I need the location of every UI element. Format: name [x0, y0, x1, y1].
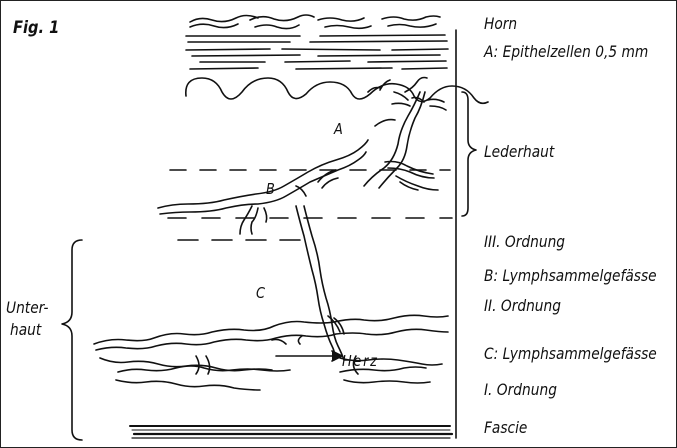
unterhaut-label-line1: Unter-: [6, 298, 49, 317]
vessel-b-trunk: [158, 140, 368, 234]
marker-b: B: [266, 180, 275, 198]
first-order-label: I. Ordnung: [484, 380, 557, 399]
horn-label: Horn: [484, 14, 517, 33]
c-collectors-label: C: Lymphsammelgefässe: [484, 344, 657, 363]
figure-label: Fig. 1: [13, 18, 59, 38]
fascie-layer: [130, 426, 452, 438]
epithel-label: A: Epithelzellen 0,5 mm: [484, 42, 648, 61]
horn-layer: [186, 15, 448, 69]
second-order-label: II. Ordnung: [484, 296, 561, 315]
herz-label: Herz: [342, 352, 379, 370]
lederhaut-label: Lederhaut: [484, 142, 554, 161]
third-order-label: III. Ordnung: [484, 232, 565, 251]
vessel-c-collectors: [94, 315, 448, 390]
marker-a: A: [334, 120, 343, 138]
unterhaut-brace: [62, 240, 82, 440]
lederhaut-brace: [462, 92, 476, 216]
herz-arrow: [276, 351, 342, 361]
marker-c: C: [256, 284, 265, 302]
epithel-boundary: [186, 78, 488, 103]
b-collectors-label: B: Lymphsammelgefässe: [484, 266, 657, 285]
fascie-label: Fascie: [484, 418, 527, 437]
unterhaut-label-line2: haut: [10, 320, 41, 339]
